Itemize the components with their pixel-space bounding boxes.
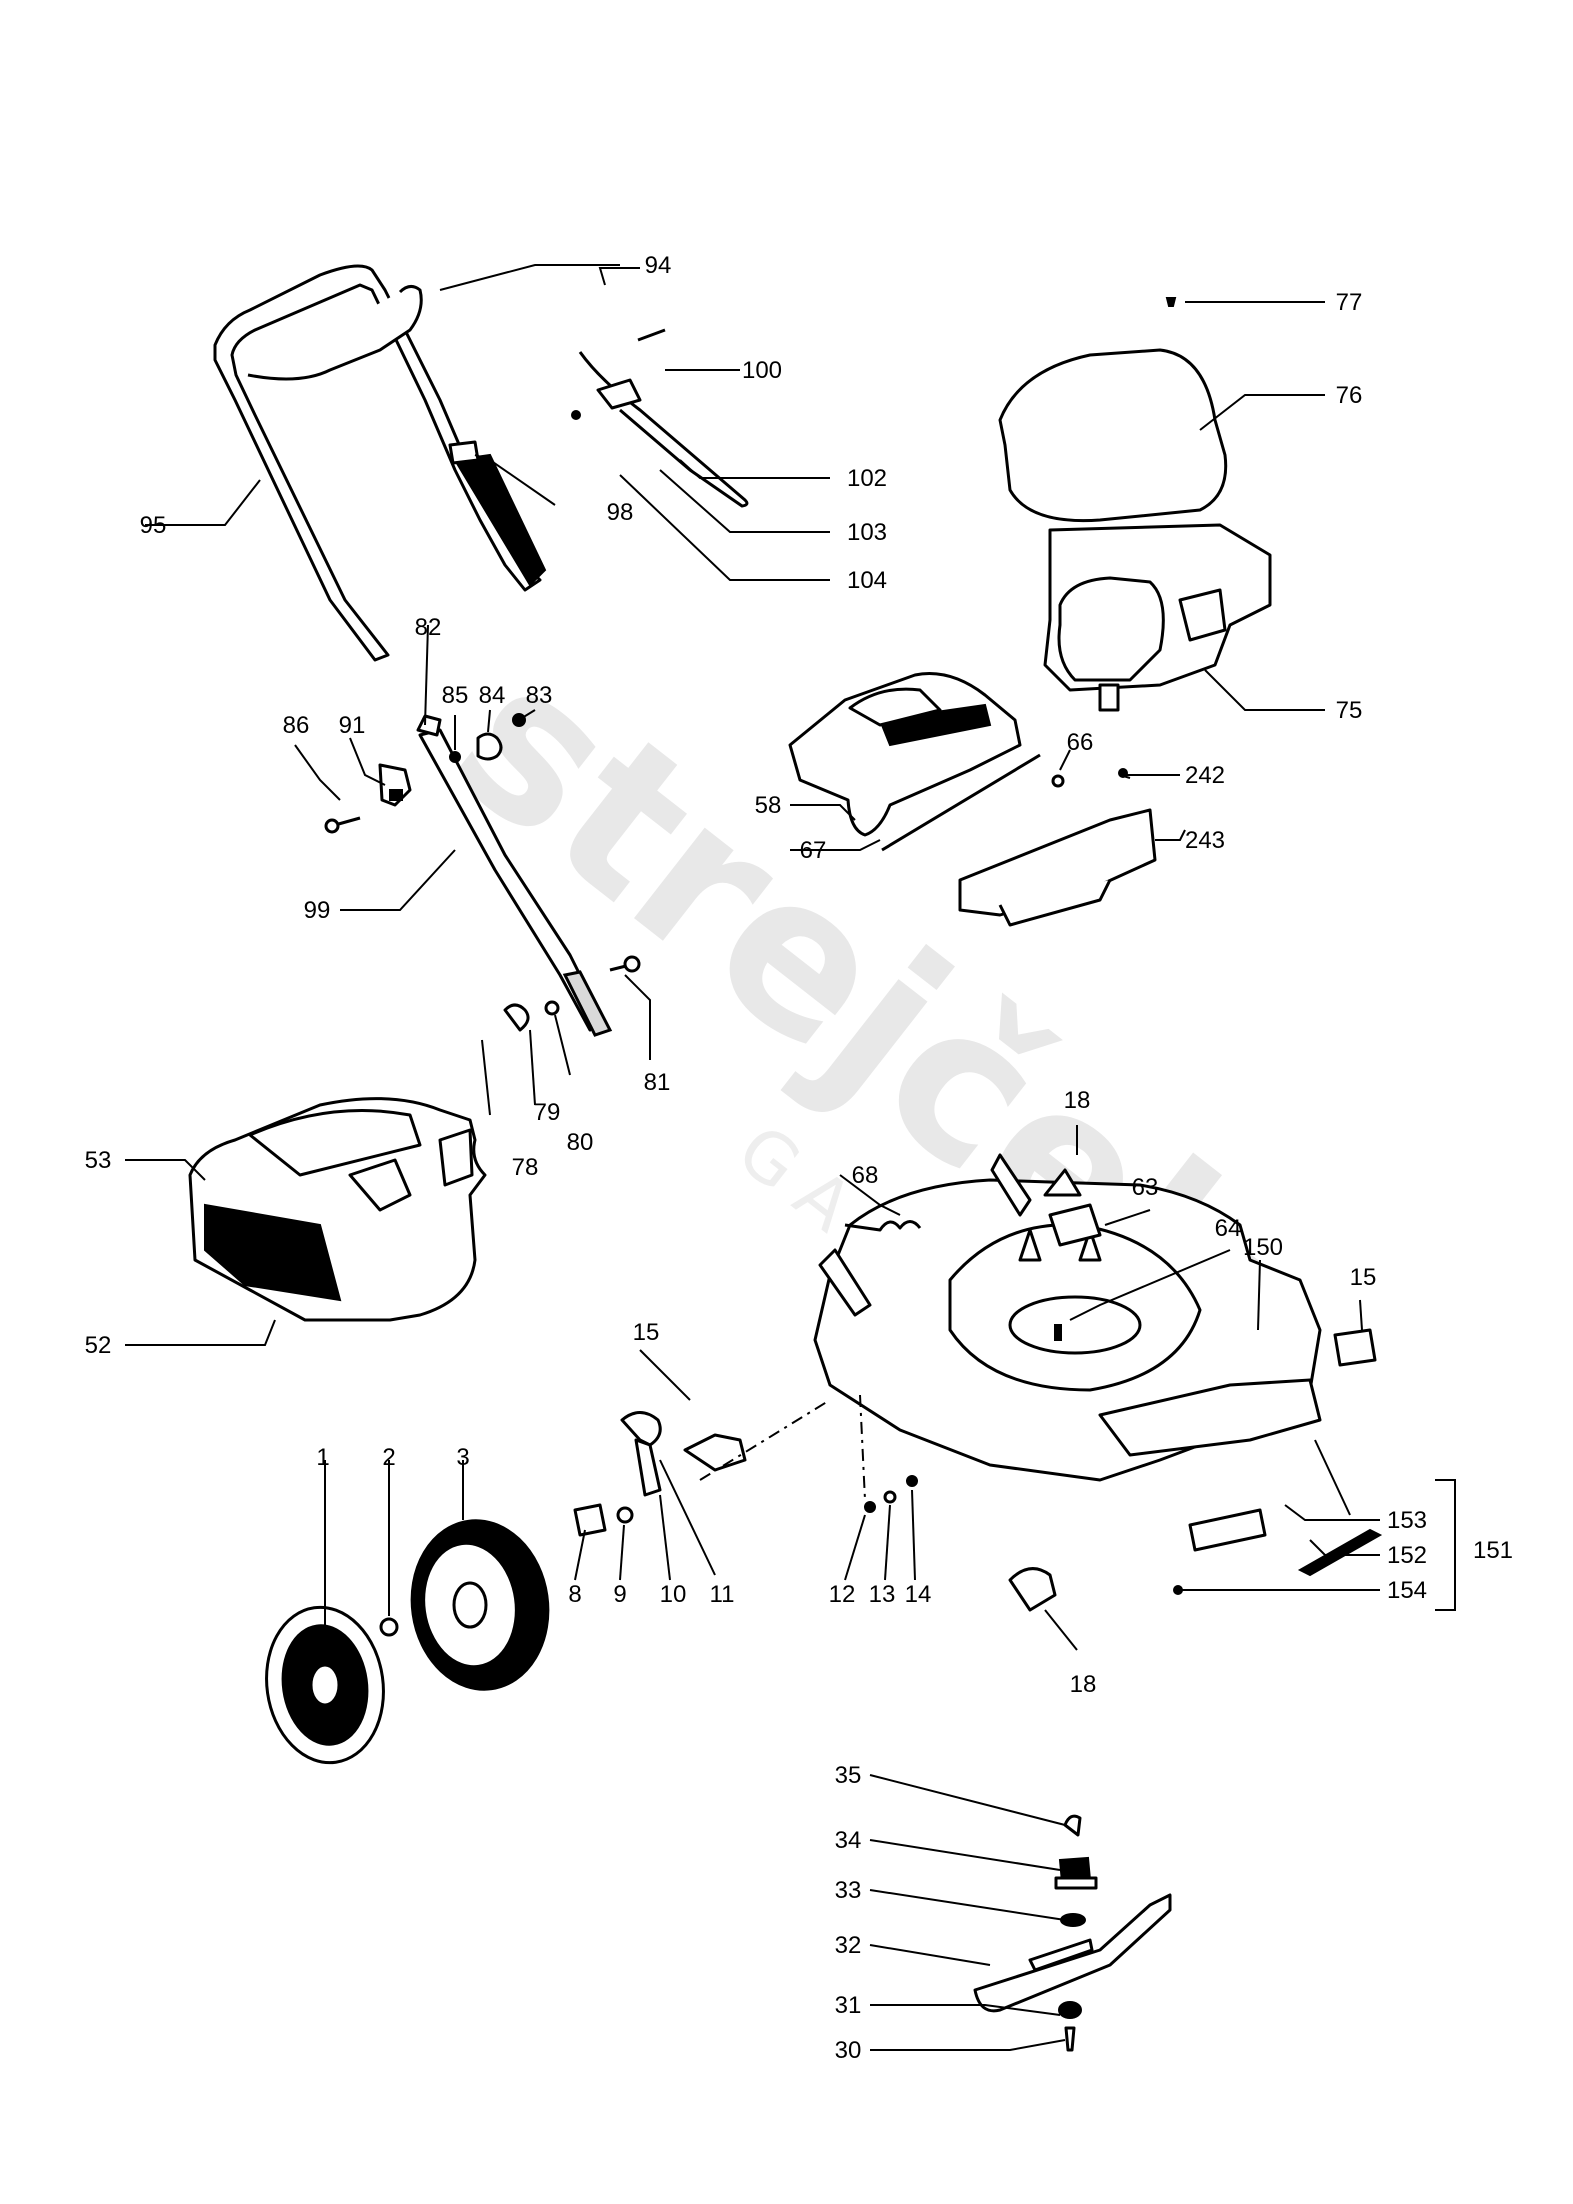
callout-104: 104 <box>847 567 887 594</box>
callout-13: 13 <box>869 1581 896 1608</box>
callout-76: 76 <box>1336 382 1363 409</box>
callout-64: 64 <box>1215 1215 1242 1242</box>
callout-18b: 18 <box>1070 1671 1097 1698</box>
callout-66: 66 <box>1067 729 1094 756</box>
lower-handle <box>416 714 613 1037</box>
callout-11: 11 <box>710 1581 735 1608</box>
callout-15b: 15 <box>1350 1264 1377 1291</box>
callout-91: 91 <box>339 712 366 739</box>
callout-53: 53 <box>85 1147 112 1174</box>
callout-151: 151 <box>1473 1537 1513 1564</box>
callout-102: 102 <box>847 465 887 492</box>
callout-63: 63 <box>1132 1174 1159 1201</box>
cable-parts <box>571 328 749 508</box>
callout-153: 153 <box>1387 1507 1427 1534</box>
axis-line <box>699 1399 831 1481</box>
callout-95: 95 <box>140 512 167 539</box>
handle-hardware <box>324 713 641 1032</box>
deck-brackets <box>818 1153 1377 1367</box>
callout-84: 84 <box>479 682 506 709</box>
grass-catcher <box>188 1097 487 1322</box>
rear-flap <box>788 672 1128 852</box>
mower-deck <box>813 1168 1322 1482</box>
callout-150: 150 <box>1243 1234 1283 1261</box>
callout-31: 31 <box>835 1992 862 2019</box>
callout-80: 80 <box>567 1129 594 1156</box>
callout-2: 2 <box>382 1444 395 1471</box>
callout-100: 100 <box>742 357 782 384</box>
callout-242: 242 <box>1185 762 1225 789</box>
callout-58: 58 <box>755 792 782 819</box>
callout-18a: 18 <box>1064 1087 1091 1114</box>
callout-99: 99 <box>304 897 331 924</box>
callout-12: 12 <box>829 1581 856 1608</box>
callout-35: 35 <box>835 1762 862 1789</box>
blade-assembly <box>973 1814 1172 2052</box>
callout-33: 33 <box>835 1877 862 1904</box>
callout-14: 14 <box>905 1581 932 1608</box>
callout-34: 34 <box>835 1827 862 1854</box>
spring <box>844 1220 922 1232</box>
callout-79: 79 <box>534 1099 561 1126</box>
callout-32: 32 <box>835 1932 862 1959</box>
callout-15a: 15 <box>633 1319 660 1346</box>
callout-75: 75 <box>1336 697 1363 724</box>
callout-94: 94 <box>645 252 672 279</box>
callouts: 1 2 3 8 9 10 11 12 13 14 15 15 18 18 30 … <box>85 252 1513 2064</box>
wheel-nut <box>379 1617 399 1637</box>
callout-30: 30 <box>835 2037 862 2064</box>
callout-68: 68 <box>852 1162 879 1189</box>
callout-78: 78 <box>512 1154 539 1181</box>
callout-154: 154 <box>1387 1577 1427 1604</box>
callout-8: 8 <box>568 1581 581 1608</box>
callout-52: 52 <box>85 1332 112 1359</box>
callout-10: 10 <box>660 1581 687 1608</box>
height-adjust-parts <box>573 1411 1057 1612</box>
engine <box>998 348 1272 712</box>
callout-243: 243 <box>1185 827 1225 854</box>
engine-screw <box>1165 297 1177 307</box>
group-bracket-151 <box>1435 1479 1456 1611</box>
leader-lines <box>125 264 1380 2051</box>
callout-67: 67 <box>800 837 827 864</box>
callout-82: 82 <box>415 614 442 641</box>
rear-guard <box>958 808 1157 927</box>
callout-1: 1 <box>316 1444 329 1471</box>
callout-103: 103 <box>847 519 887 546</box>
callout-9: 9 <box>613 1581 626 1608</box>
axis-line <box>859 1394 866 1501</box>
callout-77: 77 <box>1336 289 1363 316</box>
wheel <box>410 1519 550 1691</box>
callout-83: 83 <box>526 682 553 709</box>
callout-86: 86 <box>283 712 310 739</box>
mulch-plug-parts <box>1173 1508 1383 1595</box>
wheel-cap <box>265 1605 385 1765</box>
callout-81: 81 <box>644 1069 671 1096</box>
callout-152: 152 <box>1387 1542 1427 1569</box>
callout-85: 85 <box>442 682 469 709</box>
callout-98: 98 <box>607 499 634 526</box>
callout-3: 3 <box>456 1444 469 1471</box>
